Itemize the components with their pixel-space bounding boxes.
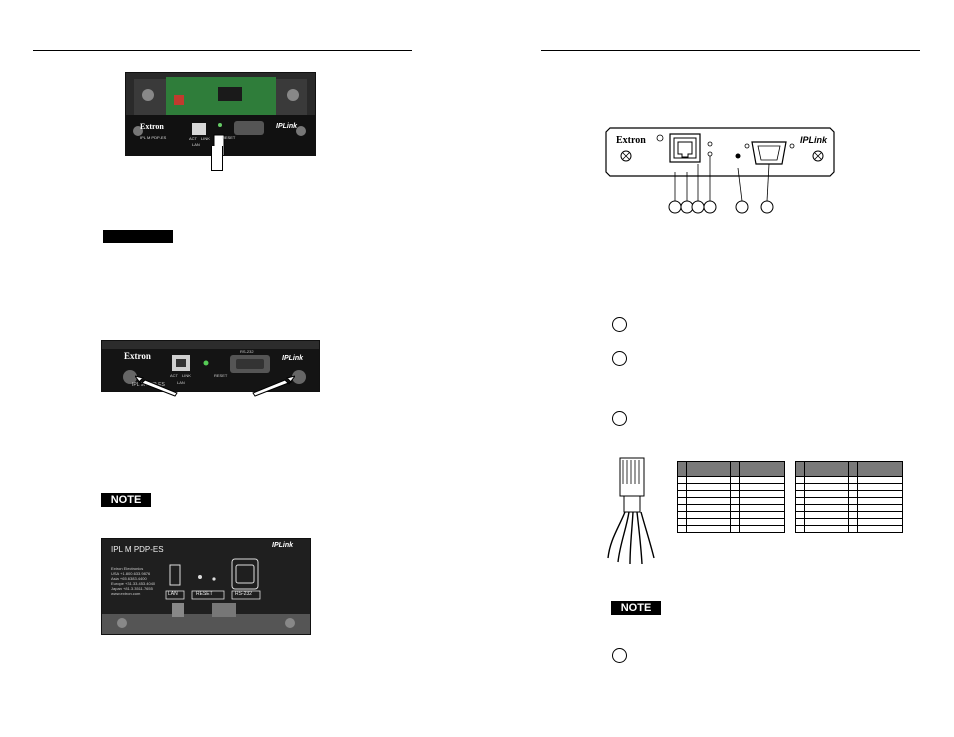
brand-label: Extron: [124, 351, 151, 361]
table-row: [795, 504, 903, 512]
screw-pointer-arrows: [135, 375, 295, 397]
table-row: [795, 490, 903, 498]
lan-link-label: LINK: [182, 373, 191, 378]
table-row: [677, 483, 785, 491]
table-row: [677, 511, 785, 519]
lan-label: LAN: [177, 380, 185, 385]
table-row: [677, 476, 785, 484]
rs232-label: RS-232: [235, 591, 252, 597]
pinout-table-straight: [677, 461, 785, 533]
contact-line: Europe +31.33.453.4040: [111, 581, 156, 586]
iplink-logo: IPLink: [272, 542, 294, 549]
lan-act-label: ACT: [170, 373, 178, 378]
right-header-rule: [541, 50, 920, 51]
module-insertion-photo: Extron IPL M PDP-ES ACT LINK LAN RESET I…: [125, 72, 316, 156]
iplink-logo: IPLink: [282, 355, 304, 362]
contact-line: www.extron.com: [111, 591, 141, 596]
module-front-illustration: [102, 341, 319, 391]
table-row: [795, 511, 903, 519]
lan-label: LAN: [168, 591, 178, 597]
table-row: [795, 497, 903, 505]
table-row: [795, 518, 903, 526]
module-label-illustration: [102, 539, 310, 634]
table-header-row: [795, 461, 903, 477]
diagram-iplink-logo: IPLink: [800, 135, 828, 145]
lan-label: LAN: [192, 142, 200, 147]
note-label: NOTE: [101, 493, 151, 507]
rs232-label: RS-232: [240, 349, 254, 354]
section-marker-2: [612, 351, 627, 366]
model-label: IPL M PDP-ES: [140, 135, 167, 140]
rj45-connector-illustration: [607, 457, 655, 565]
table-header-row: [677, 461, 785, 477]
model-label: IPL M PDP-ES: [111, 545, 164, 554]
lan-link-label: LINK: [201, 136, 210, 141]
diagram-brand-label: Extron: [616, 135, 646, 146]
module-label-photo: IPL M PDP-ES Extron Electronics USA +1.8…: [101, 538, 311, 635]
pinout-table-crossover: [795, 461, 903, 533]
table-row: [795, 525, 903, 533]
caution-label: [103, 230, 173, 243]
contact-line: Asia +65.6383.4400: [111, 576, 147, 581]
table-row: [795, 476, 903, 484]
left-header-rule: [33, 50, 412, 51]
iplink-logo: IPLink: [276, 123, 298, 130]
table-row: [677, 490, 785, 498]
table-row: [795, 483, 903, 491]
table-row: [677, 525, 785, 533]
module-insertion-illustration: [126, 73, 315, 155]
section-marker-1: [612, 317, 627, 332]
contact-line: Japan +81.3.3511.7655: [111, 586, 153, 591]
contact-line: USA +1.800.633.9876: [111, 571, 151, 576]
table-row: [677, 518, 785, 526]
reset-label: RESET: [196, 591, 213, 597]
reset-label: RESET: [214, 373, 228, 378]
lan-act-label: ACT: [189, 136, 197, 141]
company-label: Extron Electronics: [111, 566, 144, 571]
brand-label: Extron: [140, 122, 164, 131]
note-label: NOTE: [611, 601, 661, 615]
reset-pointer-arrow: [211, 146, 223, 171]
rear-panel-diagram: [605, 127, 835, 214]
section-marker-3: [612, 411, 627, 426]
reset-label: RESET: [222, 135, 236, 140]
section-marker-4: [612, 648, 627, 663]
table-row: [677, 497, 785, 505]
table-row: [677, 504, 785, 512]
